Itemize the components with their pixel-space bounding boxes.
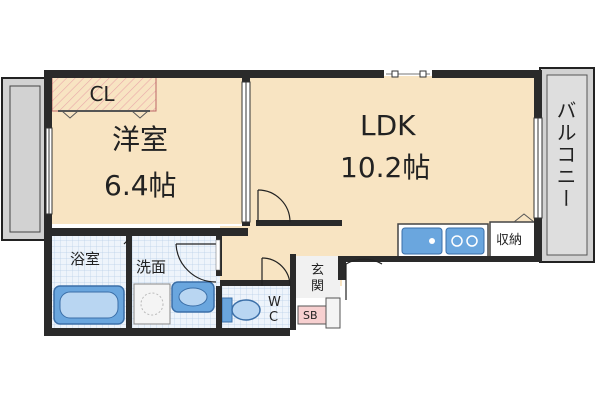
toilet-label-w: W <box>268 295 281 310</box>
storage-label: 収納 <box>496 233 523 248</box>
entrance-label-2: 関 <box>311 279 325 294</box>
storage-box <box>489 221 537 259</box>
stove-icon <box>445 227 485 255</box>
shoe-box-label: SB <box>303 309 318 322</box>
washroom-label: 洗面 <box>136 258 167 276</box>
washing-machine-pan-icon <box>133 283 171 325</box>
left-exterior-box <box>1 77 47 241</box>
closet-label: CL <box>89 82 115 106</box>
entrance-label-1: 玄 <box>311 263 325 278</box>
western-room-size: 6.4帖 <box>104 169 177 202</box>
door-swings <box>123 189 383 300</box>
ldk-name: LDK <box>360 109 416 142</box>
balcony-label: バルコニー <box>553 100 577 210</box>
western-room-name: 洋室 <box>112 123 169 156</box>
entrance-floor <box>294 256 340 298</box>
ldk-size: 10.2帖 <box>340 151 431 184</box>
toilet-label-c: C <box>269 310 279 325</box>
bathroom-label: 浴室 <box>70 250 101 268</box>
kitchen-sink-icon <box>401 227 443 255</box>
toilet-bowl-icon <box>231 299 261 321</box>
toilet-tank-icon <box>221 297 233 323</box>
